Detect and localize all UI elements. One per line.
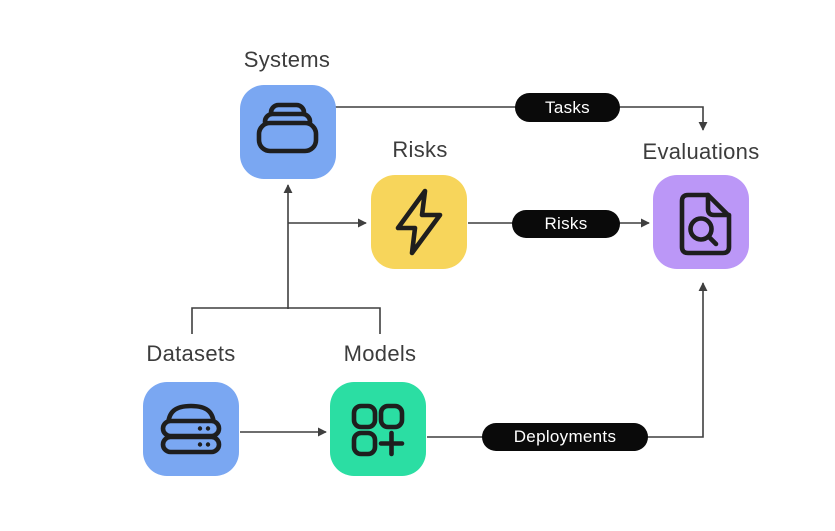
lightning-icon bbox=[395, 188, 443, 256]
database-icon bbox=[160, 403, 222, 455]
risks-node-tile bbox=[371, 175, 467, 269]
models-node-tile bbox=[330, 382, 426, 476]
risks-label: Risks bbox=[392, 137, 448, 162]
models-label: Models bbox=[343, 341, 417, 366]
deployments-edge-pill: Deployments bbox=[482, 423, 648, 451]
risks-edge-pill: Risks bbox=[512, 210, 620, 238]
datasets-label: Datasets bbox=[146, 341, 236, 366]
systems-label: Systems bbox=[243, 47, 331, 72]
evaluations-label: Evaluations bbox=[642, 139, 760, 164]
edge-models-deployments-evaluations bbox=[427, 282, 708, 438]
tasks-edge-pill: Tasks bbox=[515, 93, 620, 122]
edge-datasets-models-connector bbox=[191, 307, 381, 334]
components-icon bbox=[351, 403, 405, 457]
evaluations-node-tile bbox=[653, 175, 749, 269]
datasets-node-tile bbox=[143, 382, 239, 476]
systems-node-tile bbox=[240, 85, 336, 179]
stack-icon bbox=[256, 102, 319, 154]
edge-systems-tasks-evaluations bbox=[335, 106, 708, 131]
document-search-icon bbox=[679, 192, 732, 256]
